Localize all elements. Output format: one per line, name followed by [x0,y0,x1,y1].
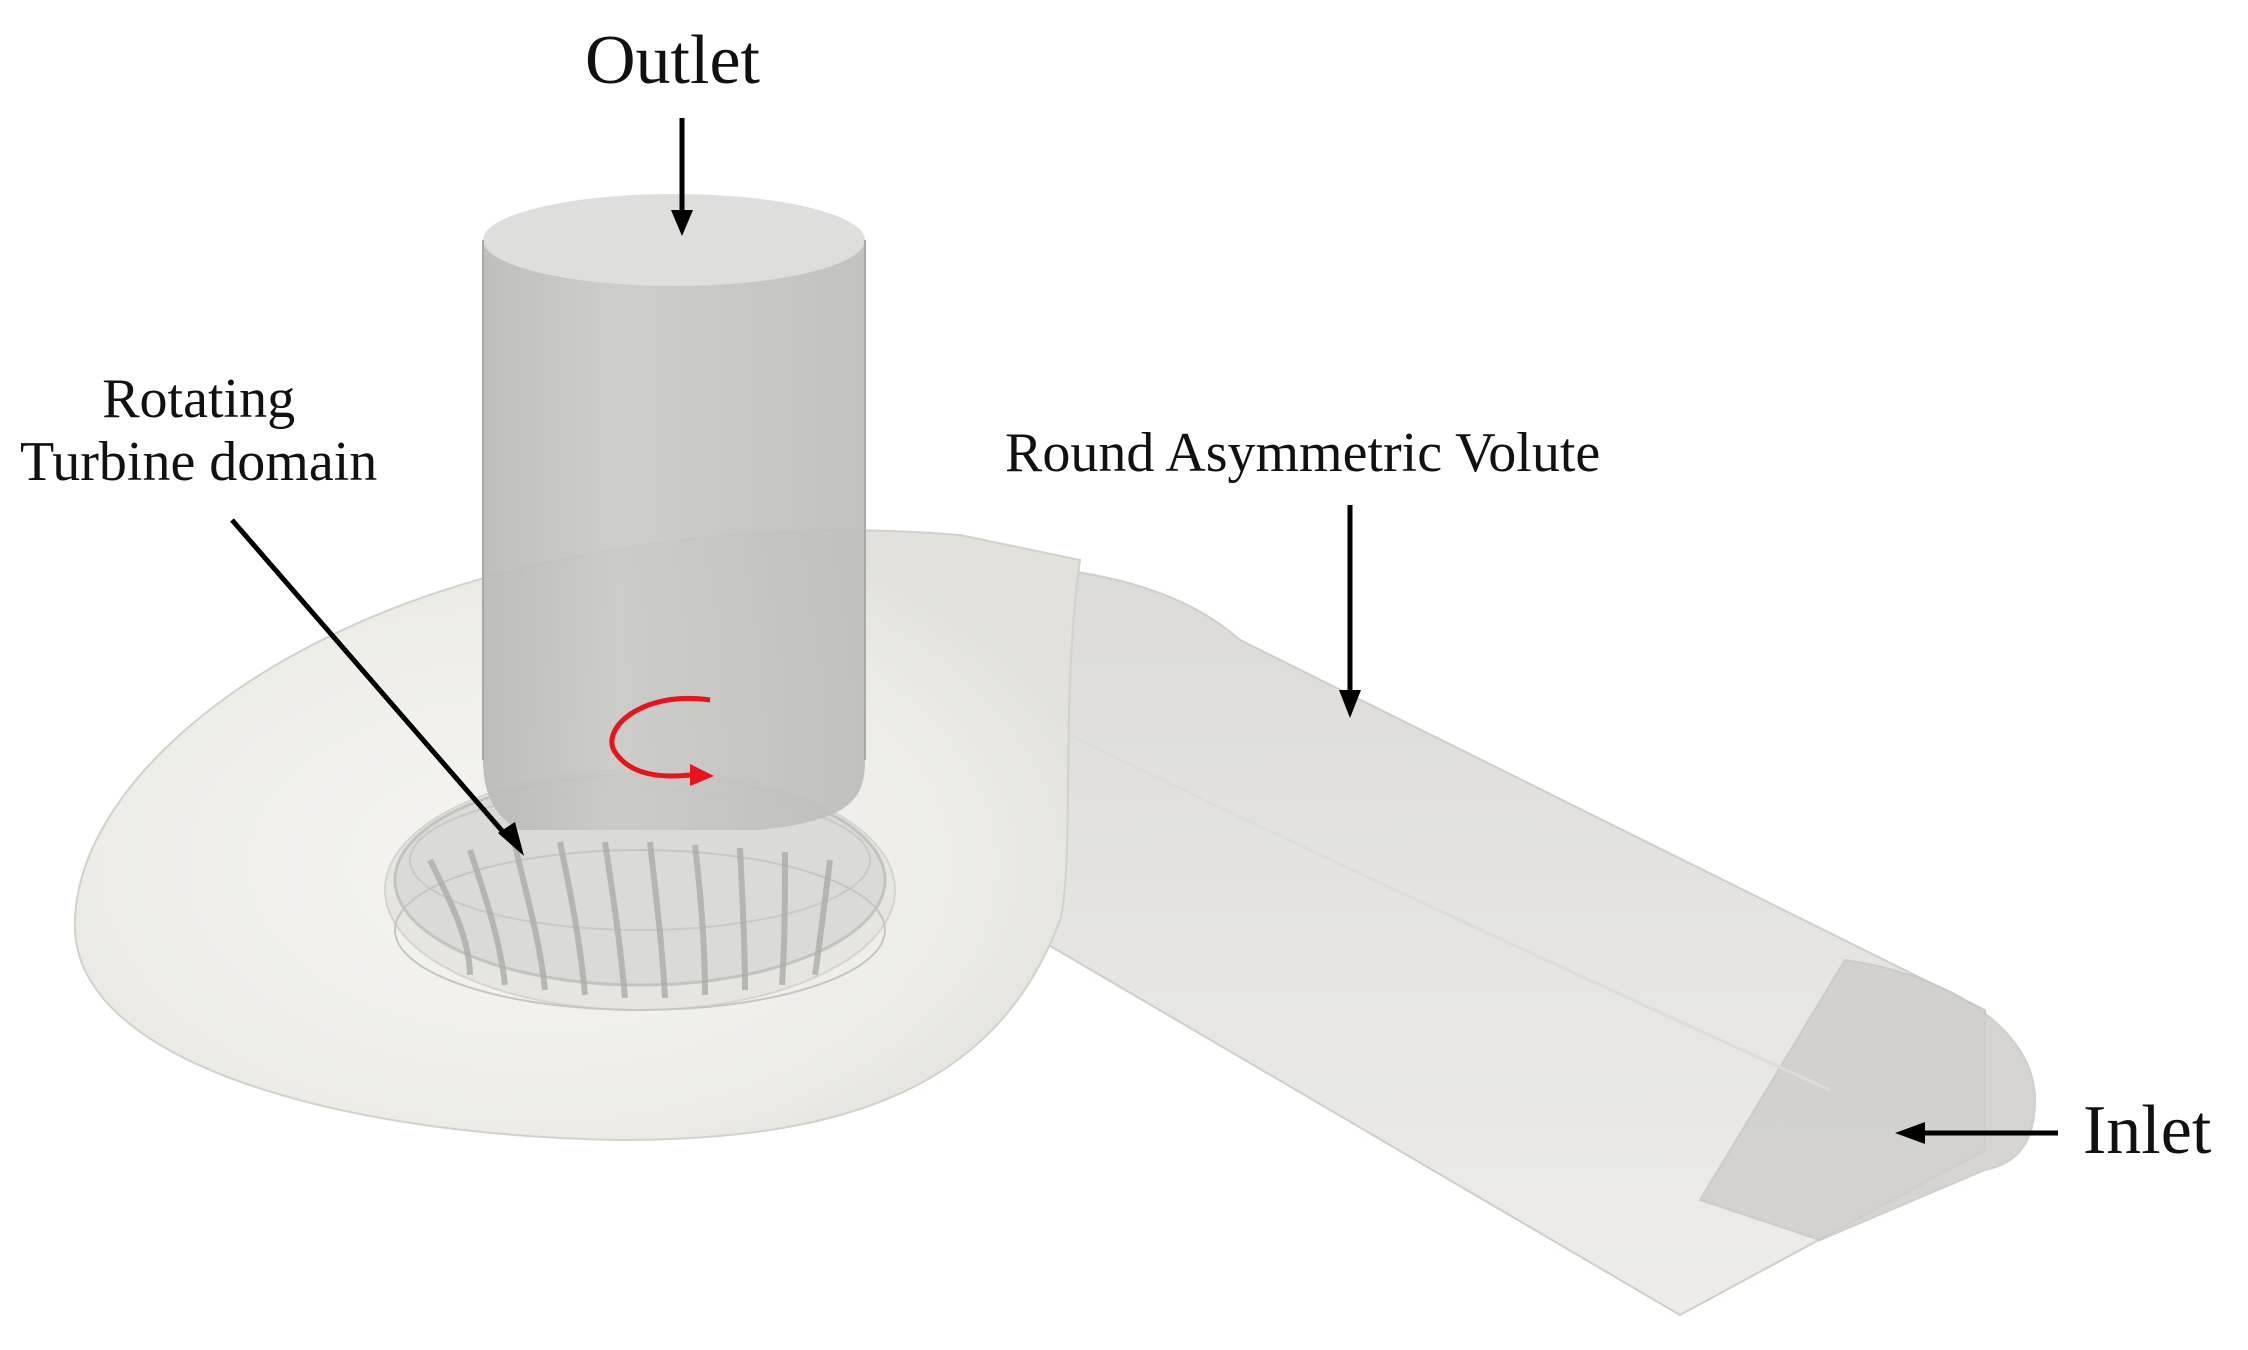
rotation-arrow-icon [609,696,714,786]
rotating-label-line2: Turbine domain [20,430,378,493]
rotating-label-line1: Rotating [102,368,296,430]
rotating-arrow [230,518,524,856]
outlet-pipe [482,194,866,830]
inlet-arrow [1895,1122,2058,1144]
volute-arrow [1339,505,1361,718]
rotating-turbine-label: Rotating Turbine domain [20,368,377,493]
inlet-label: Inlet [2083,1092,2212,1169]
outlet-arrow [671,118,693,236]
turbine-blades [427,841,833,999]
outlet-label: Outlet [585,22,760,99]
volute-label: Round Asymmetric Volute [1005,422,1601,484]
inlet-face [1698,958,2037,1242]
volute-crease [1039,718,1831,1092]
